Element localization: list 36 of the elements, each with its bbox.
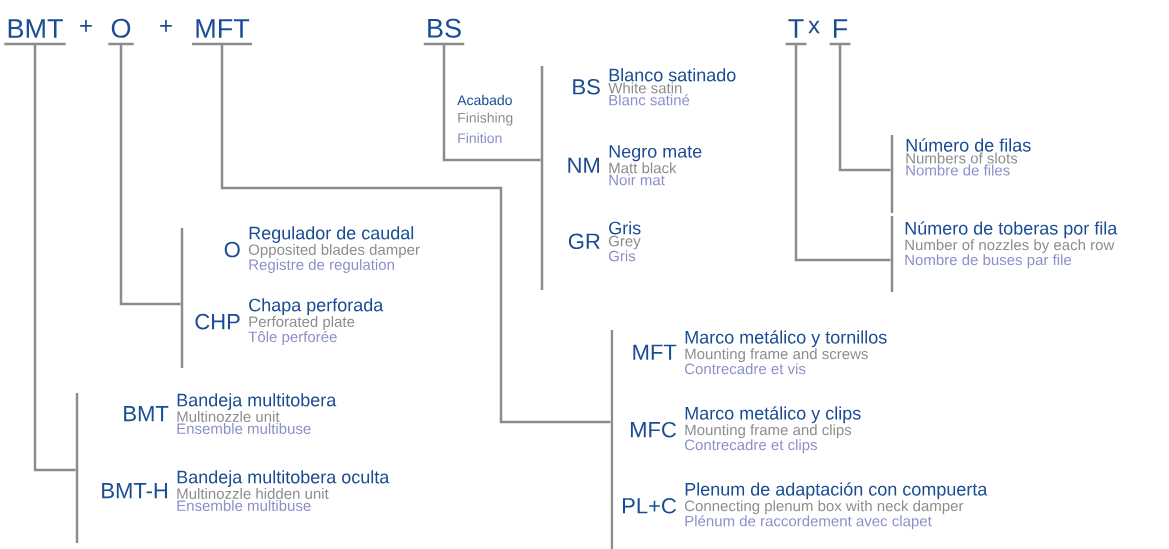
option-entry: Negro mate Matt black Noir mat NM: [568, 145, 702, 186]
connector-line: [33, 44, 76, 472]
finish-label: Finishing: [458, 112, 513, 126]
option-entry: Marco metálico y clips Mounting frame and clips Contrecadre et clips MFC: [630, 406, 861, 454]
option-entry: Regulador de caudal Opposited blades damper Registre de regulation O: [224, 226, 420, 273]
bracket-bar: [540, 66, 544, 290]
connector-line: [838, 44, 891, 172]
bracket-bar: [890, 216, 894, 292]
option-entry: Plenum de adaptación con compuerta Connecting plenum box with neck damper Plénum de raccordement avec clapet PL+C: [622, 482, 988, 530]
code-label: T: [785, 19, 807, 46]
code-label: MFT: [192, 19, 252, 46]
bracket-bar: [890, 135, 894, 213]
option-entry: Gris Grey Gris GR: [568, 221, 641, 262]
code-label: BS: [423, 18, 465, 46]
option-entry: Marco metálico y tornillos Mounting frame and screws Contrecadre et vis MFT: [633, 330, 887, 375]
finish-label: Acabado: [457, 94, 512, 106]
option-entry: Bandeja multitobera Multinozzle unit Ensemble multibuse BMT: [124, 393, 337, 434]
option-entry: Bandeja multitobera oculta Multinozzle hidden unit Ensemble multibuse BMT-H: [102, 470, 390, 511]
operator-sign: +: [80, 20, 92, 32]
operator-sign: x: [808, 20, 820, 34]
operator-sign: +: [160, 20, 172, 32]
connector-line: [220, 44, 611, 424]
connector-line: [119, 44, 181, 306]
connector-line: [794, 44, 891, 262]
option-entry: Chapa perforada Perforated plate Tôle perforée CHP: [195, 298, 384, 346]
option-entry: Número de toberas por fila Number of nozzles by each row Nombre de buses par file: [905, 221, 1118, 269]
code-label: BMT: [4, 19, 66, 46]
bracket-bar: [75, 393, 79, 543]
bracket-bar: [180, 228, 184, 368]
code-label: O: [108, 18, 134, 46]
option-entry: Número de filas Numbers of slots Nombre de files: [906, 138, 1031, 176]
code-label: F: [829, 19, 851, 46]
finish-label: Finition: [458, 132, 502, 144]
bracket-bar: [610, 330, 614, 549]
connector-line: [442, 44, 541, 162]
option-entry: Blanco satinado White satin Blanc satiné BS: [573, 68, 736, 106]
